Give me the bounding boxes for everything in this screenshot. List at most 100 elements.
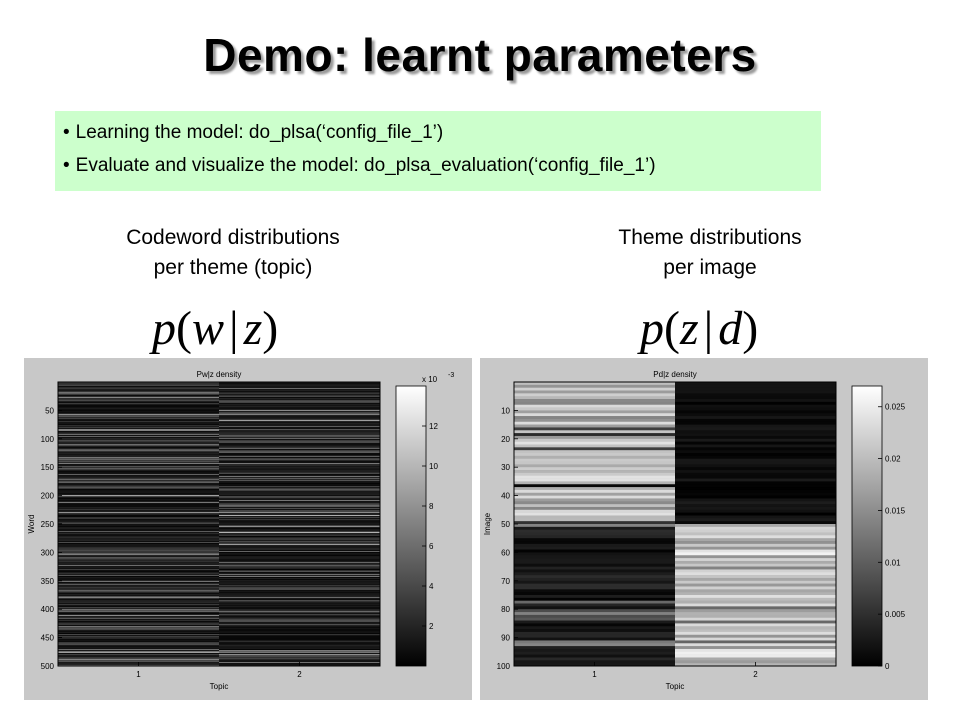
heatmap-cell (219, 406, 381, 408)
heatmap-cell (58, 500, 220, 502)
heatmap-cell (219, 554, 381, 556)
x-tick-label: 1 (136, 670, 141, 679)
heatmap-cell (219, 612, 381, 613)
heatmap-cell (514, 560, 676, 565)
heatmap-cell (58, 581, 220, 583)
heatmap-cell (675, 597, 837, 601)
heatmap-cell (58, 611, 220, 613)
heatmap-cell (219, 452, 381, 454)
heatmap-cell (219, 589, 381, 591)
heatmap-cell (219, 590, 381, 592)
heatmap-cell (219, 433, 381, 434)
y-tick-label: 40 (501, 492, 510, 501)
heatmap-cell (58, 392, 220, 394)
heatmap-cell (58, 633, 220, 634)
heatmap-cell (58, 443, 220, 445)
heatmap-cell (219, 596, 381, 598)
heatmap-cell (219, 657, 381, 659)
heatmap-cell (219, 605, 381, 607)
heatmap-cell (58, 592, 220, 594)
heatmap-cell (219, 517, 381, 519)
heatmap-cell (219, 456, 381, 458)
heatmap-cell (219, 478, 381, 480)
heatmap-cell (675, 609, 837, 613)
heatmap-cell (58, 479, 220, 481)
heatmap-cell (219, 504, 381, 505)
heatmap-cell (219, 589, 381, 591)
heatmap-cell (219, 610, 381, 612)
y-tick-label: 80 (501, 605, 510, 614)
heatmap-cell (58, 384, 220, 386)
heatmap-cell (58, 562, 220, 564)
heatmap-cell (58, 468, 220, 470)
heatmap-cell (219, 627, 381, 629)
heatmap-cell (219, 545, 381, 547)
heatmap-cell (219, 648, 381, 650)
heatmap-cell (58, 511, 220, 513)
heatmap-cell (58, 622, 220, 624)
heatmap-cell (219, 427, 381, 429)
heatmap-cell (219, 642, 381, 644)
heatmap-cell (58, 647, 220, 649)
heatmap-cell (58, 489, 220, 491)
x-axis-label: Topic (210, 682, 229, 691)
heatmap-cell (675, 441, 837, 445)
heatmap-cell (219, 576, 381, 578)
heatmap-cell (58, 650, 220, 651)
heatmap-cell (58, 651, 220, 653)
heatmap-cell (58, 576, 220, 578)
heatmap-cell (58, 472, 220, 474)
heatmap-cell (58, 605, 220, 607)
heatmap-cell (58, 487, 220, 488)
heatmap-cell (514, 609, 676, 613)
heatmap-cell (514, 447, 676, 451)
heatmap-cell (219, 394, 381, 396)
heatmap-cell (58, 404, 220, 406)
heatmap-cell (58, 602, 220, 604)
heatmap-cell (219, 569, 381, 571)
heatmap-cell (58, 645, 220, 647)
heatmap-cell (58, 431, 220, 433)
heatmap-cell (58, 525, 220, 527)
heatmap-cell (219, 414, 381, 416)
heatmap-cell (58, 423, 220, 425)
heatmap-cell (219, 568, 381, 570)
heatmap-cell (58, 400, 220, 402)
heatmap-cell (58, 398, 220, 400)
y-tick-label: 70 (501, 577, 510, 586)
heatmap-cell (58, 559, 220, 561)
heatmap-cell (58, 421, 220, 423)
formula-w: w (191, 302, 224, 355)
heatmap-cell (58, 589, 220, 591)
heatmap-cell (58, 571, 220, 573)
heatmap-cell (219, 391, 381, 393)
heatmap-cell (58, 491, 220, 492)
heatmap-cell (58, 471, 220, 473)
heatmap-cell (514, 600, 676, 604)
heatmap-cell (219, 630, 381, 632)
heatmap-cell (58, 590, 220, 592)
heatmap-cell (219, 514, 381, 516)
heatmap-cell (219, 628, 381, 630)
heatmap-cell (219, 537, 381, 538)
heatmap-cell (219, 510, 381, 512)
heatmap-cell (219, 604, 381, 605)
heatmap-cell (58, 535, 220, 537)
heatmap-cell (58, 491, 220, 493)
heatmap-cell (58, 561, 220, 563)
heatmap-cell (219, 557, 381, 559)
heatmap-cell (675, 552, 837, 556)
formula-rparen: ) (262, 302, 279, 355)
heatmap-cell (675, 450, 837, 454)
heatmap-cell (58, 566, 220, 568)
heatmap-cell (58, 457, 220, 459)
heatmap-cell (58, 498, 220, 500)
heatmap-cell (219, 524, 381, 526)
heatmap-cell (58, 459, 220, 461)
heatmap-cell (58, 618, 220, 620)
heatmap-cell (58, 453, 220, 455)
heatmap-cell (219, 401, 381, 403)
heatmap-cell (514, 572, 676, 576)
heatmap-cell (219, 441, 381, 442)
heatmap-cell (219, 579, 381, 580)
